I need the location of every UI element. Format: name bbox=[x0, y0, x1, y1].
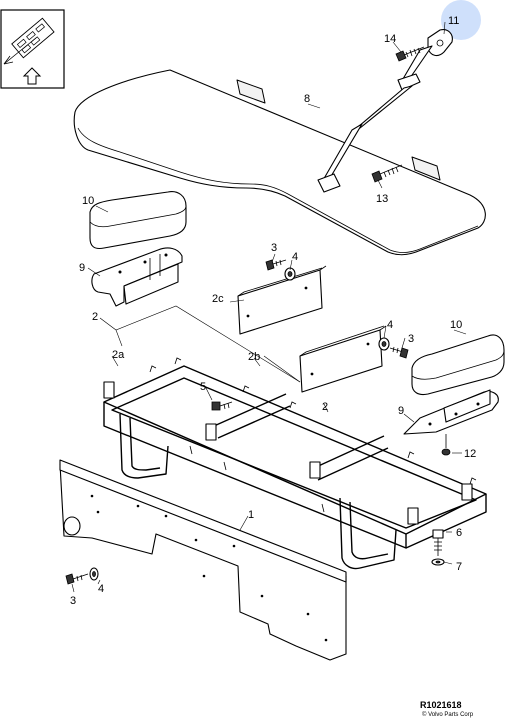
washer-part-4-mid bbox=[378, 337, 390, 351]
callout-9-right: 9 bbox=[398, 405, 404, 417]
callout-1: 1 bbox=[248, 509, 254, 521]
seat-cushion-part-8 bbox=[73, 69, 486, 256]
mounting-plate-part-2c bbox=[237, 265, 327, 335]
screw-part-5 bbox=[211, 401, 233, 411]
callout-8: 8 bbox=[304, 93, 310, 105]
callout-2a: 2a bbox=[112, 349, 125, 361]
copyright-notice: © Volvo Parts Corp bbox=[422, 711, 474, 718]
washer-part-7 bbox=[431, 558, 445, 566]
callout-5: 5 bbox=[200, 381, 206, 393]
callout-labels: 11 14 8 13 10 9 3 4 2c 2 2a 2b 4 3 10 5 … bbox=[70, 15, 476, 607]
callout-10-right: 10 bbox=[450, 319, 462, 331]
callout-4-bottom: 4 bbox=[98, 583, 104, 595]
washer-part-4-bottom bbox=[89, 567, 99, 581]
callout-2-frame: 2 bbox=[322, 401, 328, 413]
callout-2c: 2c bbox=[212, 293, 224, 305]
reference-code: R1021618 bbox=[420, 700, 462, 710]
callout-3-top: 3 bbox=[271, 242, 277, 254]
callout-2-group: 2 bbox=[92, 311, 98, 323]
side-panel-part-1 bbox=[59, 459, 347, 661]
orientation-icon bbox=[0, 9, 65, 89]
armrest-bracket-part-9-right bbox=[403, 389, 499, 435]
mounting-plate-part-2b bbox=[299, 325, 387, 393]
strap-bracket-part-11 bbox=[317, 0, 481, 193]
callout-2b: 2b bbox=[248, 351, 260, 363]
armrest-bracket-part-9-left bbox=[91, 247, 183, 307]
seat-frame-part-2 bbox=[103, 357, 487, 570]
callout-11: 11 bbox=[448, 15, 459, 27]
bolt-part-12 bbox=[441, 434, 451, 456]
callout-4-mid: 4 bbox=[387, 319, 393, 331]
bolt-part-6 bbox=[432, 529, 444, 556]
callout-9-left: 9 bbox=[79, 262, 85, 274]
callout-3-mid: 3 bbox=[408, 333, 414, 345]
callout-3-bottom: 3 bbox=[70, 595, 76, 607]
screw-part-3-mid bbox=[389, 346, 409, 359]
screw-part-13 bbox=[371, 164, 403, 183]
leader-lines bbox=[71, 21, 467, 593]
washer-part-4-top bbox=[284, 267, 296, 281]
callout-13: 13 bbox=[376, 193, 388, 205]
callout-6: 6 bbox=[456, 527, 462, 539]
callout-14: 14 bbox=[384, 33, 396, 45]
callout-4-top: 4 bbox=[292, 251, 298, 263]
screw-part-3-top bbox=[265, 259, 287, 271]
callout-10-left: 10 bbox=[82, 195, 94, 207]
callout-7: 7 bbox=[456, 561, 462, 573]
screw-part-3-bottom bbox=[65, 573, 89, 585]
highlight-circle bbox=[441, 0, 481, 40]
armrest-pad-part-10-right bbox=[411, 334, 505, 396]
callout-12: 12 bbox=[464, 448, 476, 460]
armrest-pad-part-10-left bbox=[89, 191, 187, 250]
